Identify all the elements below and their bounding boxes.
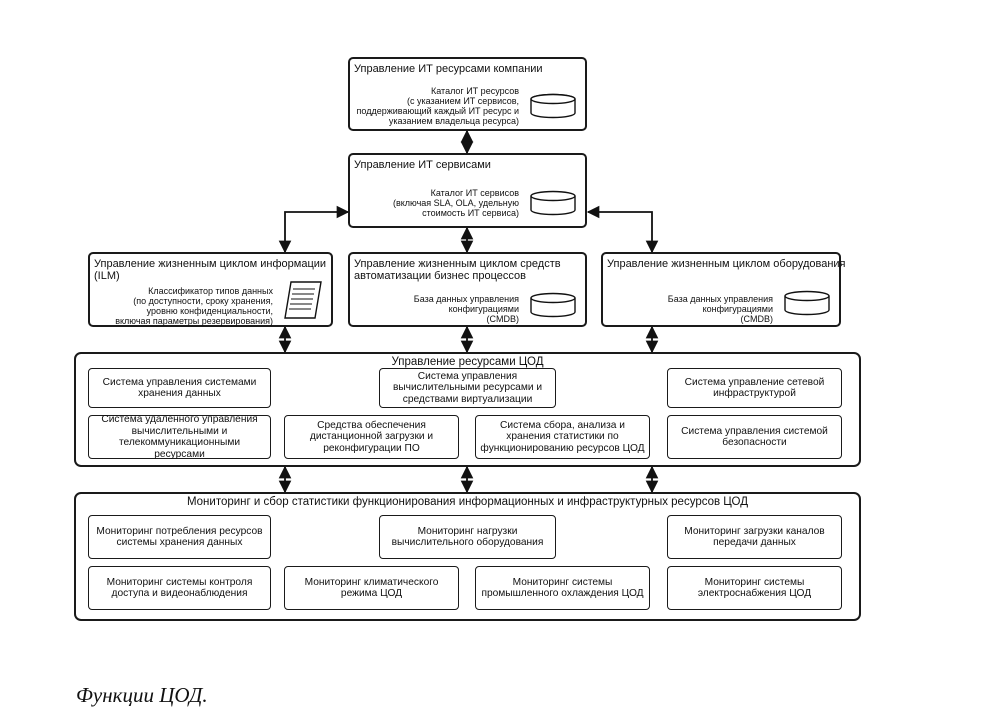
it-services-title: Управление ИТ сервисами bbox=[354, 159, 491, 171]
figure-caption: Функции ЦОД. bbox=[76, 683, 208, 707]
monitoring-group-title: Мониторинг и сбор статистики функциониро… bbox=[186, 496, 749, 508]
database-icon bbox=[530, 93, 576, 119]
database-icon bbox=[784, 290, 830, 316]
bpa-title: Управление жизненным циклом средств авто… bbox=[354, 258, 561, 282]
it-services-management-box: Управление ИТ сервисами Каталог ИТ серви… bbox=[348, 153, 587, 228]
ilm-classifier-text: Классификатор типов данных (по доступнос… bbox=[115, 286, 273, 326]
resources-group-title: Управление ресурсами ЦОД bbox=[391, 356, 544, 368]
arrow-services-hw bbox=[586, 205, 659, 254]
it-resources-catalog-text: Каталог ИТ ресурсов (с указанием ИТ серв… bbox=[356, 86, 519, 126]
hw-cmdb-text: База данных управления конфигурациями (C… bbox=[667, 294, 773, 324]
database-icon bbox=[530, 292, 576, 318]
hw-title: Управление жизненным циклом оборудования bbox=[607, 258, 846, 270]
hardware-lifecycle-box: Управление жизненным циклом оборудования… bbox=[601, 252, 846, 327]
database-icon bbox=[530, 190, 576, 216]
bpa-lifecycle-box: Управление жизненным циклом средств авто… bbox=[348, 252, 587, 327]
it-resources-title: Управление ИТ ресурсами компании bbox=[354, 63, 543, 75]
ilm-management-box: Управление жизненным циклом информации (… bbox=[88, 252, 333, 327]
bpa-cmdb-text: База данных управления конфигурациями (C… bbox=[413, 294, 519, 324]
arrow-services-ilm bbox=[278, 205, 350, 254]
document-icon bbox=[284, 281, 322, 319]
it-resources-management-box: Управление ИТ ресурсами компании Каталог… bbox=[348, 57, 587, 131]
ilm-title: Управление жизненным циклом информации (… bbox=[94, 258, 327, 282]
it-services-catalog-text: Каталог ИТ сервисов (включая SLA, OLA, у… bbox=[392, 188, 519, 218]
